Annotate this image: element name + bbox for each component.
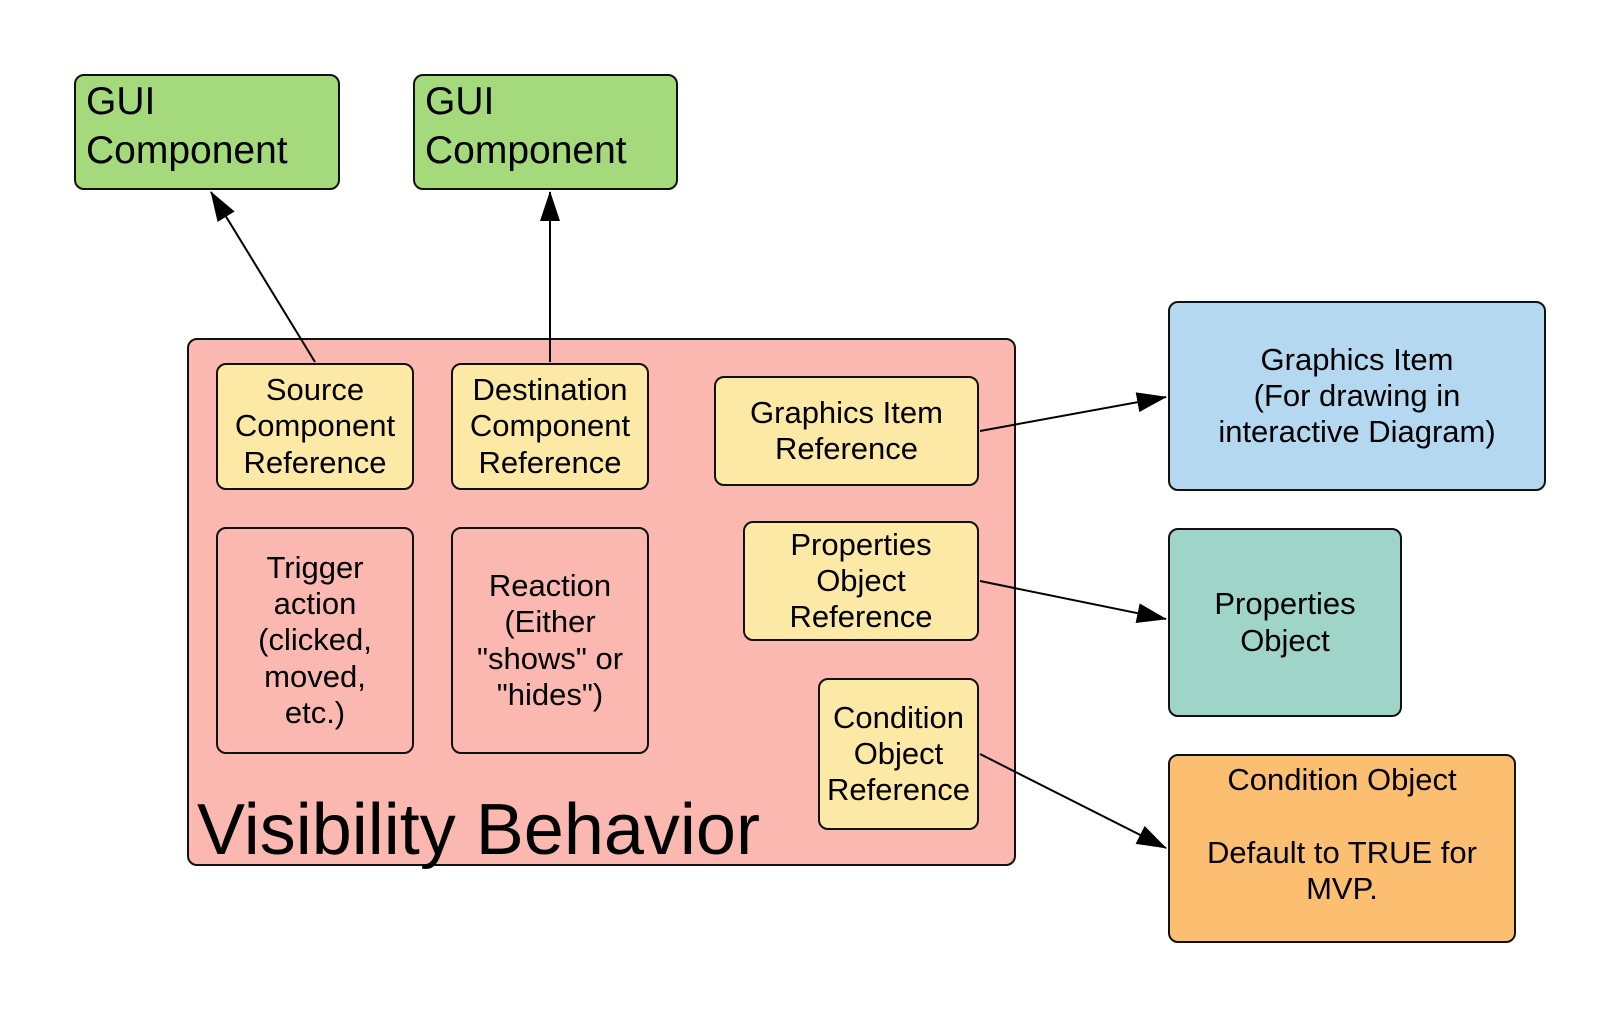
properties-object-reference-label: Properties Object Reference — [789, 526, 933, 635]
destination-component-reference: Destination Component Reference — [451, 363, 649, 490]
trigger-action-box: Trigger action (clicked, moved, etc.) — [216, 527, 414, 754]
reaction-label: Reaction (Either "shows" or "hides") — [476, 567, 624, 712]
gui-component-left-label: GUI Component — [86, 80, 288, 172]
condition-object-reference-label: Condition Object Reference — [826, 699, 971, 808]
condition-object-label: Condition Object Default to TRUE for MVP… — [1207, 762, 1477, 906]
graphics-item-label: Graphics Item (For drawing in interactiv… — [1218, 341, 1496, 450]
source-component-reference: Source Component Reference — [216, 363, 414, 490]
destination-component-reference-label: Destination Component Reference — [469, 372, 631, 480]
properties-object-box: Properties Object — [1168, 528, 1402, 717]
gui-component-right-label: GUI Component — [425, 80, 627, 172]
gui-component-left: GUI Component — [74, 74, 340, 190]
properties-object-reference: Properties Object Reference — [743, 521, 979, 641]
reaction-box: Reaction (Either "shows" or "hides") — [451, 527, 649, 754]
condition-object-reference: Condition Object Reference — [818, 678, 979, 830]
arrow-source-to-gui-left — [210, 191, 316, 363]
visibility-behavior-title: Visibility Behavior — [197, 790, 760, 870]
gui-component-right: GUI Component — [413, 74, 678, 190]
condition-object-box: Condition Object Default to TRUE for MVP… — [1168, 754, 1516, 943]
trigger-action-label: Trigger action (clicked, moved, etc.) — [258, 549, 372, 730]
graphics-item-reference-label: Graphics Item Reference — [750, 394, 943, 466]
graphics-item-reference: Graphics Item Reference — [714, 376, 979, 486]
source-component-reference-label: Source Component Reference — [234, 372, 396, 480]
graphics-item-box: Graphics Item (For drawing in interactiv… — [1168, 301, 1546, 491]
properties-object-label: Properties Object — [1214, 586, 1356, 658]
